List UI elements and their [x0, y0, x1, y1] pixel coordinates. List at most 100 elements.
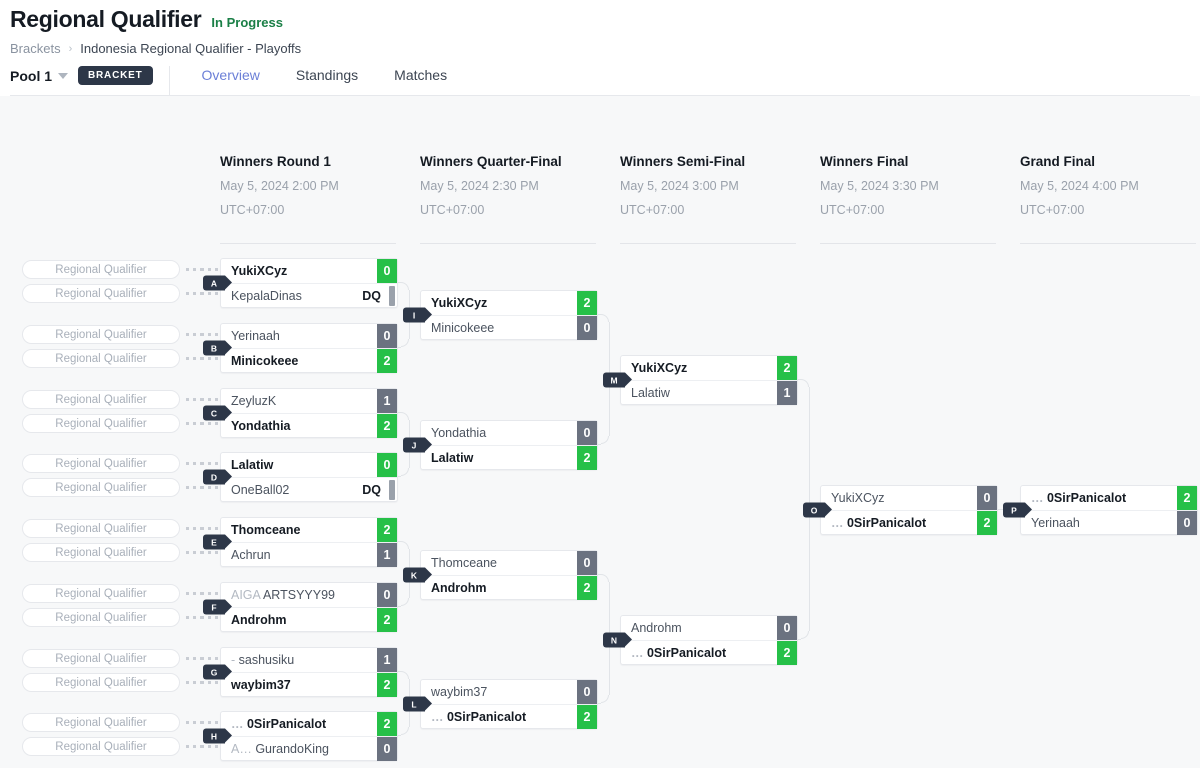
- tab-standings[interactable]: Standings: [295, 67, 359, 83]
- score-value: 1: [377, 542, 397, 567]
- match-letter-badge: C: [203, 405, 232, 421]
- connector-line: [398, 606, 401, 607]
- tab-overview[interactable]: Overview: [201, 67, 260, 83]
- team-name: Androhm: [431, 580, 487, 595]
- team-prefix: AIGA: [231, 588, 263, 602]
- seed-connector-dashes: [186, 333, 219, 336]
- connector-line: [598, 314, 601, 315]
- team-name: … 0SirPanicalot: [431, 709, 527, 724]
- round-divider: [220, 243, 396, 244]
- score-value: 2: [377, 607, 397, 632]
- match-letter-badge: J: [403, 437, 432, 453]
- seed-placeholder: Regional Qualifier: [22, 260, 180, 279]
- team-prefix: …: [831, 515, 847, 530]
- connector-corner: [401, 671, 409, 679]
- bracket-canvas[interactable]: Winners Round 1 May 5, 2024 2:00 PM UTC+…: [0, 96, 1200, 768]
- seed-placeholder: Regional Qualifier: [22, 478, 180, 497]
- team-name: - sashusiku: [231, 653, 295, 667]
- seed-connector-dashes: [186, 681, 219, 684]
- seed-connector-dashes: [186, 527, 219, 530]
- breadcrumb-root-link[interactable]: Brackets: [10, 41, 61, 56]
- team-prefix: -: [231, 653, 239, 667]
- connector-line: [398, 282, 401, 283]
- match-letter-badge: G: [203, 664, 232, 680]
- score-value: 1: [377, 389, 397, 413]
- match-letter-badge: P: [1003, 502, 1032, 518]
- score-value: 0: [377, 736, 397, 761]
- score-value: 0: [577, 680, 597, 704]
- round-divider: [1020, 243, 1196, 244]
- round-timezone: UTC+07:00: [420, 203, 485, 217]
- tab-matches[interactable]: Matches: [394, 67, 448, 83]
- match-letter-badge: E: [203, 534, 232, 550]
- connector-corner: [401, 412, 409, 420]
- score-dq: DQ: [362, 288, 381, 303]
- team-name: Achrun: [231, 547, 271, 562]
- team-name: Lalatiw: [631, 385, 670, 400]
- match-letter-badge: I: [403, 307, 432, 323]
- dq-bar-icon: [389, 285, 395, 306]
- connector-corner: [401, 282, 409, 290]
- match-row-bottom[interactable]: Achrun 1: [221, 542, 397, 567]
- round-name: Winners Final: [820, 154, 909, 169]
- team-name: AIGA ARTSYYY99: [231, 588, 335, 602]
- connector-corner: [601, 695, 609, 703]
- team-name: Minicokeee: [231, 353, 299, 368]
- round-name: Winners Quarter-Final: [420, 154, 562, 169]
- breadcrumb-current: Indonesia Regional Qualifier - Playoffs: [80, 41, 302, 56]
- score-value: 0: [577, 315, 597, 340]
- seed-connector-dashes: [186, 616, 219, 619]
- pool-selector[interactable]: Pool 1: [10, 68, 78, 94]
- score-value: 0: [577, 421, 597, 445]
- breadcrumb-separator-icon: ›: [68, 42, 73, 55]
- match-letter-badge: F: [203, 599, 232, 615]
